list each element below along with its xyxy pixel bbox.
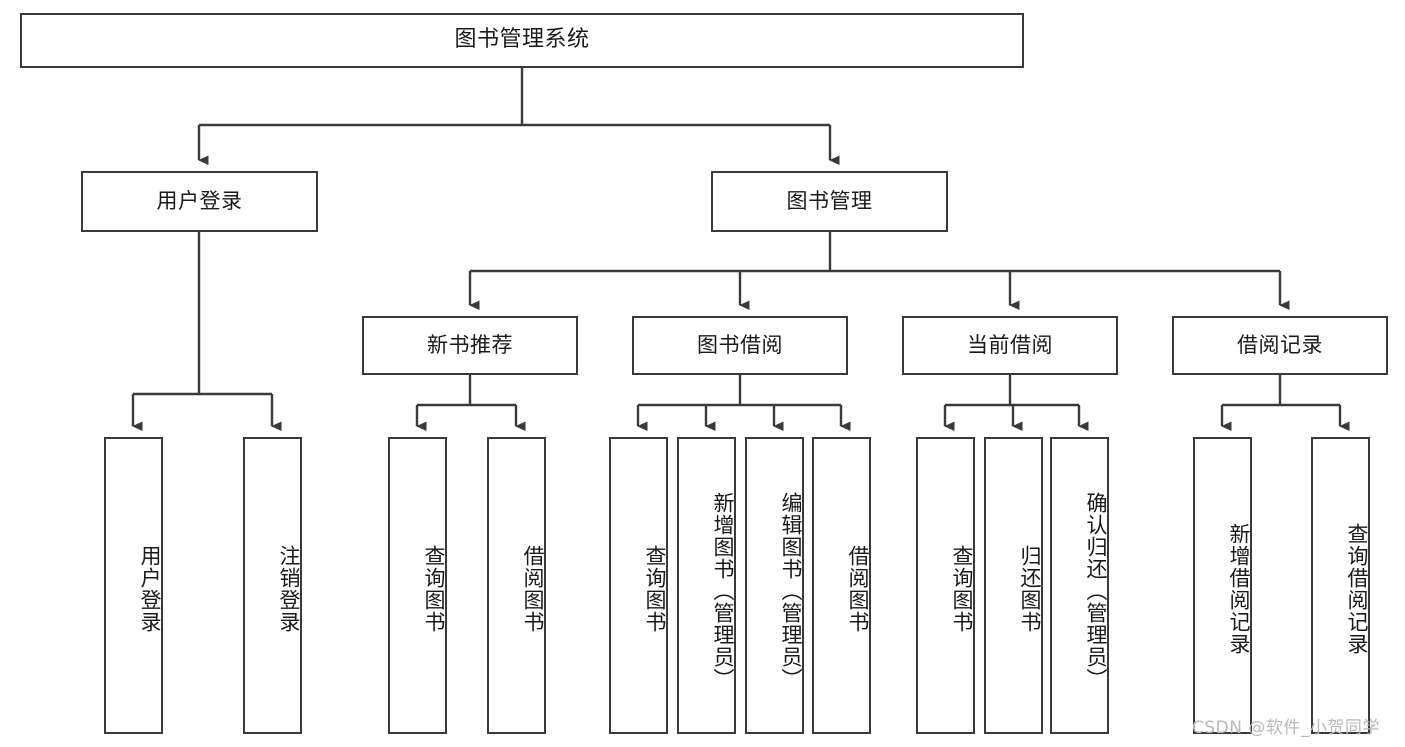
- node-label: 新增借阅记录: [1227, 522, 1251, 655]
- node-system-root[interactable]: 图书管理系统: [20, 13, 1024, 68]
- node-leaf-edit-book[interactable]: 编辑图书（管理员）: [745, 437, 804, 734]
- node-label: 查询图书: [422, 544, 446, 633]
- node-leaf-add-book[interactable]: 新增图书（管理员）: [677, 437, 736, 734]
- node-label: 新增图书（管理员）: [711, 491, 735, 690]
- node-leaf-query-book-2[interactable]: 查询图书: [609, 437, 668, 734]
- node-label: 图书借阅: [697, 332, 783, 357]
- node-label: 编辑图书（管理员）: [779, 491, 803, 690]
- node-leaf-user-login[interactable]: 用户登录: [104, 437, 163, 734]
- node-label: 归还图书: [1018, 544, 1042, 633]
- node-leaf-query-record[interactable]: 查询借阅记录: [1311, 437, 1370, 734]
- node-leaf-query-book-3[interactable]: 查询图书: [916, 437, 975, 734]
- node-leaf-user-logout[interactable]: 注销登录: [243, 437, 302, 734]
- node-label: 用户登录: [156, 188, 243, 213]
- node-label: 当前借阅: [967, 332, 1053, 357]
- node-label: 查询图书: [950, 544, 974, 633]
- node-label: 图书管理系统: [454, 27, 590, 53]
- node-label: 借阅记录: [1237, 332, 1323, 357]
- node-label: 查询图书: [643, 544, 667, 633]
- node-book-borrow[interactable]: 图书借阅: [632, 316, 848, 375]
- node-book-manage[interactable]: 图书管理: [711, 171, 948, 232]
- node-leaf-confirm-return[interactable]: 确认归还（管理员）: [1050, 437, 1109, 734]
- node-leaf-query-book-1[interactable]: 查询图书: [388, 437, 447, 734]
- node-leaf-borrow-book-1[interactable]: 借阅图书: [487, 437, 546, 734]
- node-label: 借阅图书: [846, 544, 870, 633]
- node-leaf-borrow-book-2[interactable]: 借阅图书: [812, 437, 871, 734]
- node-label: 新书推荐: [427, 332, 513, 357]
- node-label: 查询借阅记录: [1345, 522, 1369, 655]
- node-label: 借阅图书: [521, 544, 545, 633]
- node-label: 确认归还（管理员）: [1084, 491, 1108, 690]
- node-new-book-rec[interactable]: 新书推荐: [362, 316, 578, 375]
- node-label: 用户登录: [138, 544, 162, 633]
- node-user-login[interactable]: 用户登录: [81, 171, 318, 232]
- node-current-borrow[interactable]: 当前借阅: [902, 316, 1118, 375]
- node-leaf-return-book[interactable]: 归还图书: [984, 437, 1043, 734]
- node-label: 注销登录: [277, 544, 301, 633]
- node-leaf-add-record[interactable]: 新增借阅记录: [1193, 437, 1252, 734]
- node-borrow-record[interactable]: 借阅记录: [1172, 316, 1388, 375]
- node-label: 图书管理: [786, 188, 873, 213]
